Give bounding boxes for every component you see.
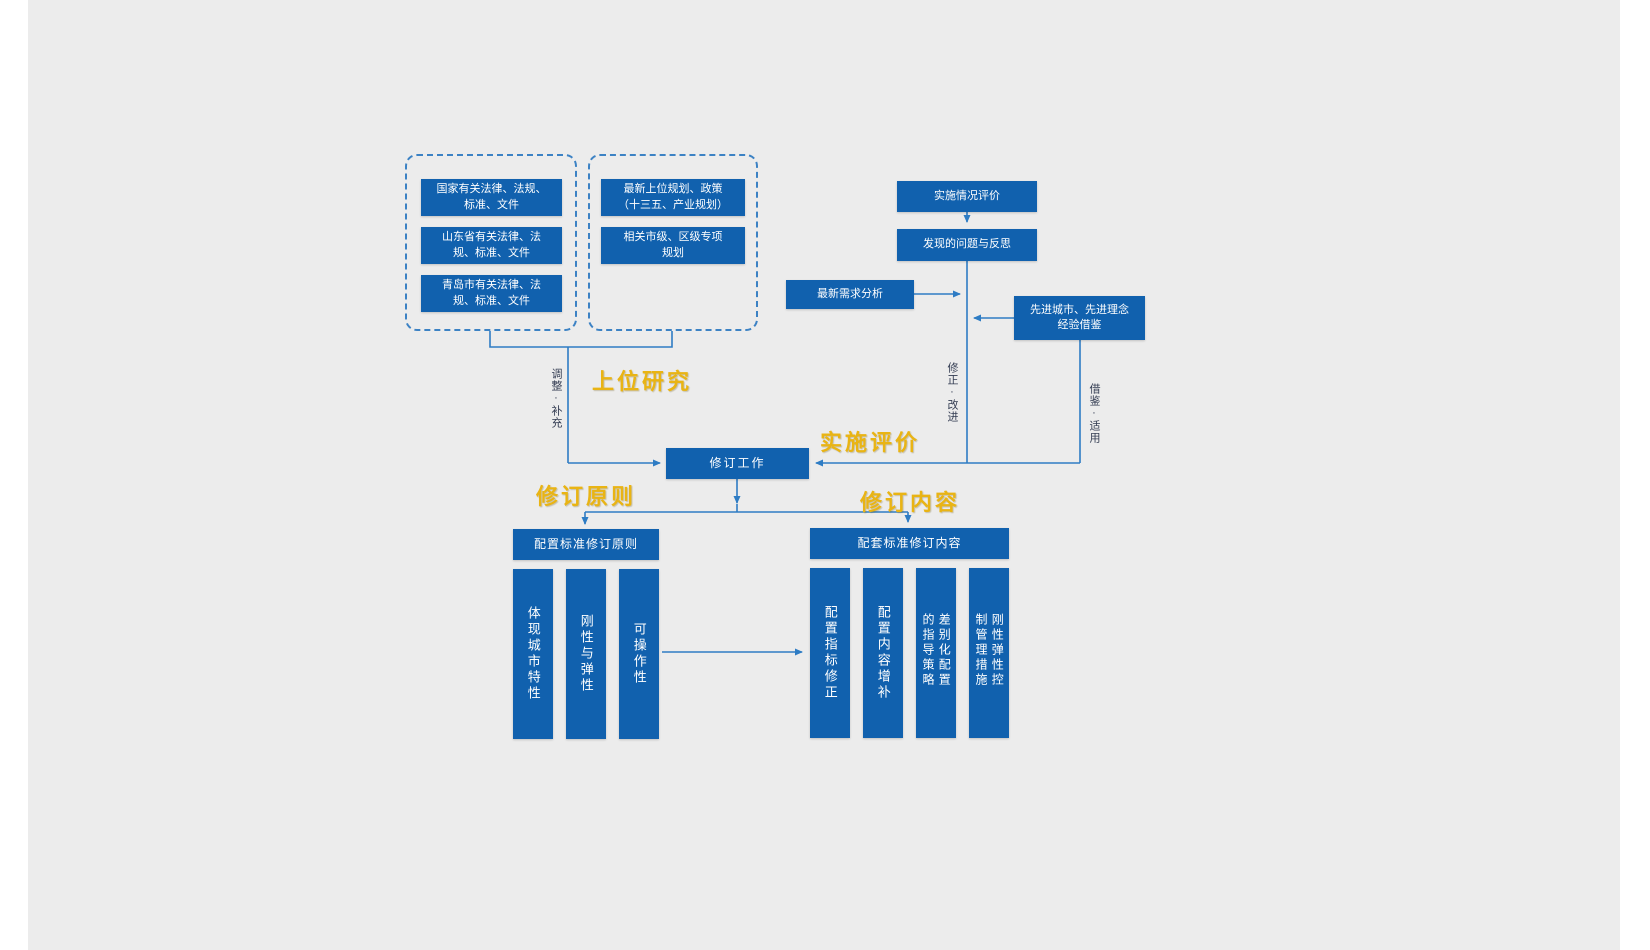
problems-reflection-box: 发现的问题与反思 — [897, 229, 1037, 261]
line-legal-to-merge — [489, 331, 568, 348]
label-upper-research: 上位研究 — [592, 369, 693, 394]
planning-box-local: 相关市级、区级专项 规划 — [601, 227, 745, 264]
content-bar-differentiated-guidance: 差别化配置的指导策略 — [916, 568, 956, 738]
principle-bar-rigid-flexible: 刚性与弹性 — [566, 569, 606, 739]
revision-work-box: 修订工作 — [666, 448, 809, 479]
label-revision-contents: 修订内容 — [860, 490, 961, 515]
principle-bar-label: 可操作性 — [631, 622, 647, 686]
content-bar-control-measures: 刚性弹性控制管理措施 — [969, 568, 1009, 738]
principle-bar-label: 体现城市特性 — [525, 606, 541, 702]
content-bar-indicator-correction: 配置指标修正 — [810, 568, 850, 738]
content-bar-label: 配置指标修正 — [822, 605, 838, 701]
content-bar-label: 配置内容增补 — [875, 605, 891, 701]
label-adjust-supplement: 调整·补充 — [550, 368, 562, 429]
planning-sources-group — [588, 154, 758, 331]
label-revision-principles: 修订原则 — [536, 484, 637, 509]
implementation-evaluation-box: 实施情况评价 — [897, 181, 1037, 212]
principle-bar-city-character: 体现城市特性 — [513, 569, 553, 739]
contents-header: 配套标准修订内容 — [810, 528, 1009, 559]
legal-sources-group — [405, 154, 577, 331]
demand-analysis-box: 最新需求分析 — [786, 280, 914, 309]
content-bar-content-supplement: 配置内容增补 — [863, 568, 903, 738]
content-bar-label: 差别化配置的指导策略 — [921, 613, 952, 688]
principle-bar-operability: 可操作性 — [619, 569, 659, 739]
label-correct-improve: 修正·改进 — [946, 362, 958, 423]
label-reference-apply: 借鉴·适用 — [1088, 383, 1100, 444]
line-planning-to-merge — [568, 331, 673, 348]
label-implementation-eval: 实施评价 — [820, 430, 921, 455]
content-bar-label: 刚性弹性控制管理措施 — [974, 613, 1005, 688]
legal-box-shandong: 山东省有关法律、法 规、标准、文件 — [421, 227, 562, 264]
principle-bar-label: 刚性与弹性 — [578, 614, 594, 694]
principles-header: 配置标准修订原则 — [513, 529, 659, 560]
planning-box-upper: 最新上位规划、政策 （十三五、产业规划） — [601, 179, 745, 216]
right-white-margin — [1620, 0, 1650, 950]
left-white-margin — [0, 0, 28, 950]
legal-box-national: 国家有关法律、法规、 标准、文件 — [421, 179, 562, 216]
legal-box-qingdao: 青岛市有关法律、法 规、标准、文件 — [421, 275, 562, 312]
advanced-experience-box: 先进城市、先进理念 经验借鉴 — [1014, 296, 1145, 340]
